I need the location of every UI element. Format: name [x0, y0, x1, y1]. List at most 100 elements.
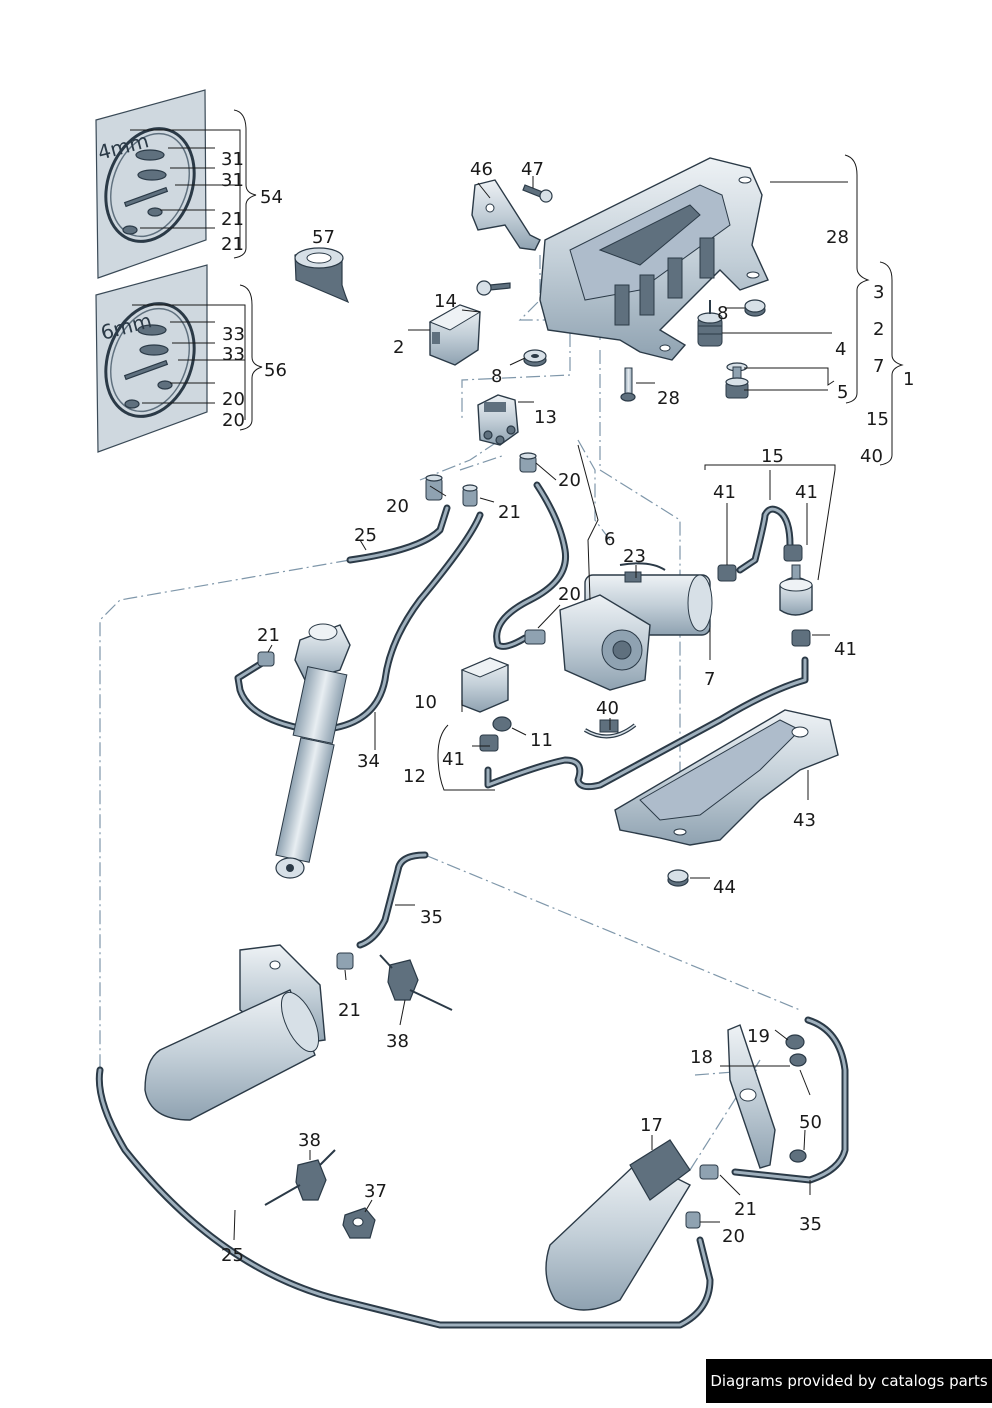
- callout-11: 11: [530, 730, 553, 751]
- callout-13: 13: [534, 407, 557, 428]
- relay-10[interactable]: [460, 657, 510, 713]
- callout-20-a: 20: [222, 389, 245, 410]
- clip-38-a[interactable]: [379, 954, 453, 1011]
- nut-8-upper[interactable]: [744, 299, 766, 317]
- fitting-20-a[interactable]: [425, 474, 443, 501]
- callout-6: 6: [604, 529, 615, 550]
- callout-50: 50: [799, 1112, 822, 1133]
- callout-15-right: 15: [866, 409, 889, 430]
- callout-21-valve: 21: [498, 502, 521, 523]
- fitting-41-b[interactable]: [783, 544, 803, 562]
- hose-12[interactable]: [484, 656, 809, 791]
- bushing-5[interactable]: [725, 362, 749, 399]
- nut-19[interactable]: [785, 1034, 805, 1050]
- nut-11[interactable]: [492, 716, 512, 732]
- hose-15[interactable]: [736, 505, 794, 574]
- hose-34[interactable]: [234, 511, 484, 734]
- callout-21-reservoir: 21: [338, 1000, 361, 1021]
- callout-46: 46: [470, 159, 493, 180]
- air-filter-15[interactable]: [779, 564, 813, 616]
- bolt-47[interactable]: [522, 184, 553, 203]
- callout-5: 5: [837, 382, 848, 403]
- control-unit-2[interactable]: [428, 304, 482, 366]
- shock-absorber[interactable]: [275, 623, 351, 879]
- tape-roll-57[interactable]: [294, 247, 350, 304]
- hose-6[interactable]: [493, 481, 570, 650]
- callout-17: 17: [640, 1115, 663, 1136]
- callout-33-a: 33: [222, 324, 245, 345]
- callout-35-upper: 35: [420, 907, 443, 928]
- bolt-18[interactable]: [789, 1053, 807, 1067]
- cover-plate-43[interactable]: [614, 709, 839, 846]
- credit-banner: Diagrams provided by catalogs parts: [706, 1359, 992, 1403]
- callout-21-a: 21: [221, 209, 244, 230]
- callout-4: 4: [835, 339, 846, 360]
- callout-21-right: 21: [734, 1199, 757, 1220]
- callout-34: 34: [357, 751, 380, 772]
- callout-37: 37: [364, 1181, 387, 1202]
- fitting-20-b[interactable]: [519, 452, 537, 473]
- fitting-41-c[interactable]: [791, 629, 811, 647]
- callout-19: 19: [747, 1026, 770, 1047]
- callout-20-b: 20: [222, 410, 245, 431]
- fitting-21-b[interactable]: [257, 651, 275, 667]
- fitting-41-d[interactable]: [479, 734, 499, 752]
- callout-31-a: 31: [221, 149, 244, 170]
- callout-43: 43: [793, 810, 816, 831]
- callout-28-bottom: 28: [657, 388, 680, 409]
- callout-38-a: 38: [386, 1031, 409, 1052]
- callout-47: 47: [521, 159, 544, 180]
- callout-31-b: 31: [221, 170, 244, 191]
- hose-clip-40[interactable]: [583, 719, 637, 739]
- callout-57: 57: [312, 227, 335, 248]
- clip-38-b[interactable]: [264, 1149, 336, 1206]
- callout-10: 10: [414, 692, 437, 713]
- bolt-50[interactable]: [789, 1149, 807, 1163]
- callout-20-valve-a: 20: [386, 496, 409, 517]
- compressor-7[interactable]: [559, 562, 713, 691]
- seal-kit-54[interactable]: 4mm: [91, 89, 210, 279]
- callout-28-top: 28: [826, 227, 849, 248]
- nut-44[interactable]: [667, 869, 689, 887]
- hose-35-upper[interactable]: [356, 851, 429, 949]
- pressure-reservoir-right[interactable]: [545, 1024, 776, 1311]
- rubber-mount-4[interactable]: [697, 300, 723, 347]
- valve-block-13[interactable]: [477, 394, 519, 446]
- seal-kit-56[interactable]: 6mm: [91, 264, 210, 453]
- callout-33-b: 33: [222, 344, 245, 365]
- bracket-frame[interactable]: [539, 157, 769, 361]
- callout-41-a: 41: [713, 482, 736, 503]
- fitting-21-d[interactable]: [699, 1164, 719, 1180]
- bolt-28-lower[interactable]: [620, 367, 636, 402]
- callout-2: 2: [393, 337, 404, 358]
- callout-8-b: 8: [717, 303, 728, 324]
- callout-40: 40: [596, 698, 619, 719]
- hose-35-lower[interactable]: [731, 1016, 849, 1184]
- fitting-21-a[interactable]: [462, 484, 478, 507]
- clip-37[interactable]: [342, 1207, 376, 1239]
- pressure-reservoir-left[interactable]: [144, 944, 326, 1121]
- callout-54: 54: [260, 187, 283, 208]
- callout-40-right: 40: [860, 446, 883, 467]
- callout-15: 15: [761, 446, 784, 467]
- fitting-20-d[interactable]: [685, 1211, 701, 1229]
- hose-25[interactable]: [346, 504, 451, 564]
- callout-2-right: 2: [873, 319, 884, 340]
- leader-lines: [233, 154, 904, 1241]
- callout-21-shock: 21: [257, 625, 280, 646]
- callout-12: 12: [403, 766, 426, 787]
- callout-numbers: 31 31 21 21 54 33 33 20 20 56 57 46 47 2…: [221, 149, 914, 1266]
- callout-25-upper: 25: [354, 525, 377, 546]
- nut-8-lower[interactable]: [523, 349, 547, 367]
- callout-25-lower: 25: [221, 1245, 244, 1266]
- fitting-21-c[interactable]: [336, 952, 354, 970]
- callout-18: 18: [690, 1047, 713, 1068]
- callout-56: 56: [264, 360, 287, 381]
- callout-23: 23: [623, 546, 646, 567]
- callout-21-b: 21: [221, 234, 244, 255]
- screw-upper[interactable]: [476, 280, 511, 296]
- hose-25-long[interactable]: [95, 1066, 714, 1329]
- fitting-20-c[interactable]: [524, 629, 546, 645]
- callout-8-a: 8: [491, 366, 502, 387]
- fitting-41-a[interactable]: [717, 564, 737, 582]
